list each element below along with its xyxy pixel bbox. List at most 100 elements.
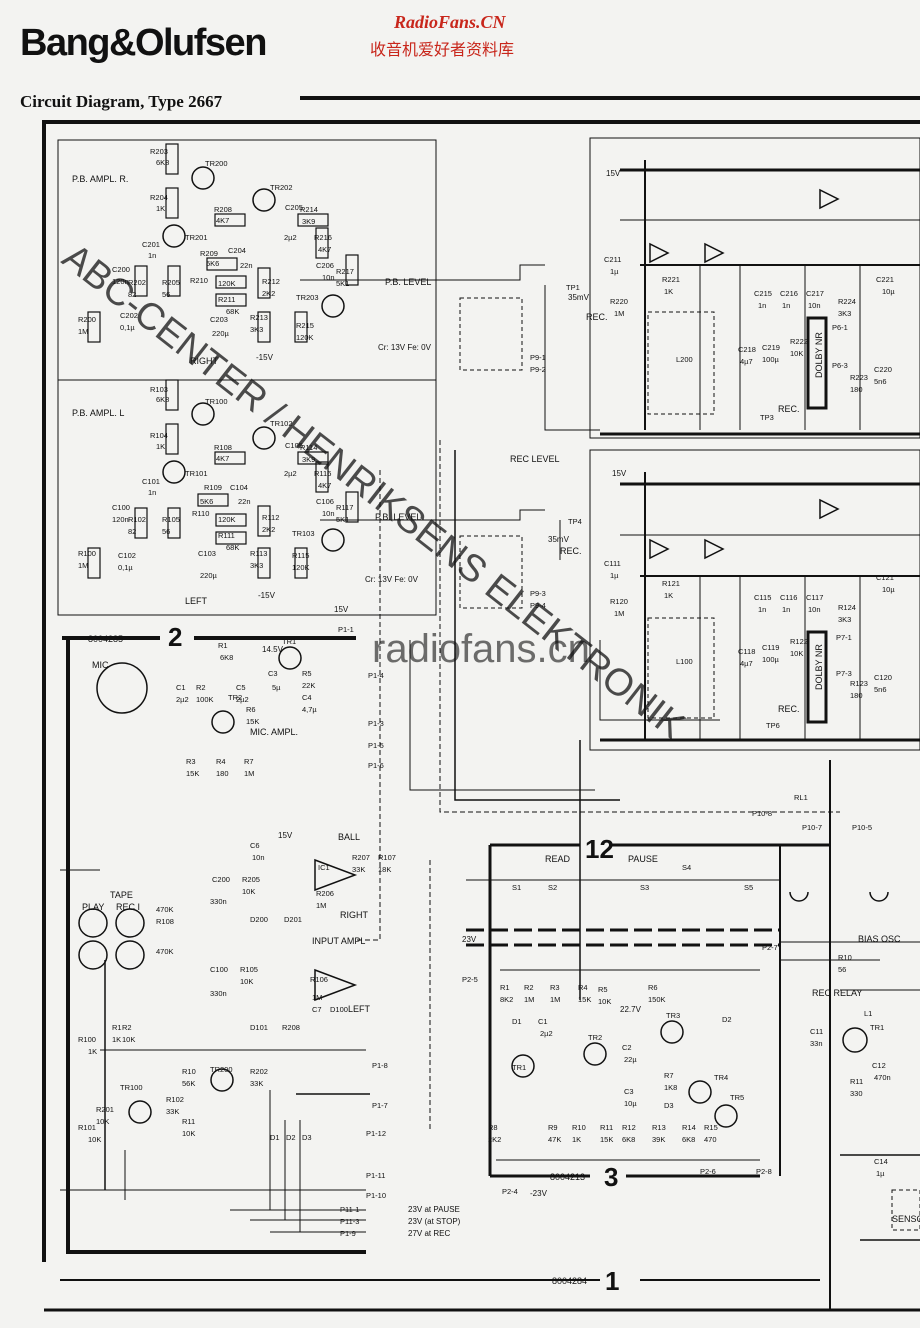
component-label: 120K: [296, 333, 314, 342]
component-label: R1: [218, 641, 228, 650]
component-label: 1M: [524, 995, 534, 1004]
component-label: 120K: [218, 279, 236, 288]
component-label: TR2: [588, 1033, 602, 1042]
component-label: 22n: [238, 497, 251, 506]
component-label: P1-10: [366, 1191, 386, 1200]
component-label: R100: [78, 1035, 96, 1044]
component-label: 220µ: [212, 329, 230, 338]
component-label: 3K9: [302, 217, 315, 226]
component-label: 5K1: [336, 279, 349, 288]
board-code-2: 8004285: [88, 634, 123, 644]
component-label: D2: [286, 1133, 296, 1142]
component-label: 3K3: [838, 309, 851, 318]
component-label: R116: [314, 469, 331, 478]
component-label: R201: [96, 1105, 114, 1114]
component-label: 8K2: [500, 995, 513, 1004]
component-label: 10K: [598, 997, 611, 1006]
site-name-cn: 收音机爱好者资料库: [370, 40, 515, 59]
component-label: C12: [872, 1061, 886, 1070]
label-ball: BALL: [338, 832, 360, 842]
component-label: 150K: [648, 995, 666, 1004]
component-label: 10n: [322, 509, 335, 518]
component-label: R205: [242, 875, 260, 884]
component-label: 33K: [250, 1079, 263, 1088]
component-label: 82: [128, 290, 136, 299]
component-label: P2-6: [700, 1167, 716, 1176]
component-label: 15K: [578, 995, 591, 1004]
component-label: 1M: [78, 561, 88, 570]
component-label: 2K2: [488, 1135, 501, 1144]
component-label: R213: [250, 313, 268, 322]
component-label: C14: [874, 1157, 888, 1166]
component-label: C200: [112, 265, 130, 274]
component-label: 10µ: [882, 585, 895, 594]
component-label: R212: [262, 277, 280, 286]
component-label: D200: [250, 915, 268, 924]
component-label: TP1: [566, 283, 580, 292]
component-label: 68K: [226, 543, 239, 552]
component-label: P1-9: [340, 1229, 356, 1238]
component-label: 1n: [782, 301, 790, 310]
component-label: 120K: [218, 515, 236, 524]
component-label: 68K: [226, 307, 239, 316]
label-dolby-nr-r: DOLBY NR: [814, 332, 824, 378]
component-label: P1-1: [338, 625, 354, 634]
component-label: 33K: [166, 1107, 179, 1116]
component-label: 4µ7: [740, 357, 753, 366]
component-label: R11: [600, 1123, 613, 1132]
supply-23v: 23V: [462, 935, 477, 944]
component-label: 120K: [292, 563, 310, 572]
component-label: P9-4: [530, 601, 546, 610]
component-label: C2: [622, 1043, 632, 1052]
component-label: R202: [250, 1067, 268, 1076]
supply-m23v: -23V: [530, 1189, 548, 1198]
brand-logo: Bang&Olufsen: [20, 22, 267, 64]
component-label: TR1: [870, 1023, 884, 1032]
component-label: 4K7: [216, 216, 229, 225]
component-label: C221: [876, 275, 894, 284]
component-label: R121: [662, 579, 680, 588]
component-label: 10n: [808, 301, 821, 310]
component-label: 1K: [572, 1135, 581, 1144]
board-number-1: 1: [605, 1266, 619, 1296]
component-label: C105: [285, 441, 303, 450]
component-label: IC1: [318, 863, 330, 872]
component-label: 56: [838, 965, 846, 974]
component-label: L200: [676, 355, 693, 364]
component-label: 3K9: [302, 455, 315, 464]
component-label: 56: [162, 527, 170, 536]
component-label: R103: [150, 385, 168, 394]
component-label: C100: [210, 965, 228, 974]
component-label: 1K: [156, 204, 165, 213]
component-label: TR1: [282, 637, 296, 646]
component-label: D101: [250, 1023, 268, 1032]
note-at-rec: 27V at REC: [408, 1229, 450, 1238]
component-label: P10-7: [802, 823, 822, 832]
component-label: R6: [648, 983, 658, 992]
component-label: C111: [604, 559, 621, 568]
component-label: R223: [850, 373, 868, 382]
component-label: TR100: [205, 397, 228, 406]
component-label: 1n: [758, 301, 766, 310]
component-label: 2µ2: [540, 1029, 553, 1038]
component-label: 470K: [156, 947, 174, 956]
component-label: R120: [610, 597, 628, 606]
component-label: C211: [604, 255, 621, 264]
connector-labels: P1-1P1-4P1-3P1-5P1-6P1-8P1-7P1-12P1-11P1…: [338, 283, 872, 1238]
component-label: P7-3: [836, 669, 852, 678]
component-label: R124: [838, 603, 856, 612]
component-label: R11: [182, 1117, 195, 1126]
label-rec-relay: REC RELAY: [812, 988, 862, 998]
component-label: C3: [268, 669, 278, 678]
cr-fe-l: Cr: 13V Fe: 0V: [365, 575, 419, 584]
component-label: 33n: [810, 1039, 823, 1048]
component-label: C116: [780, 593, 797, 602]
component-label: 1K: [156, 442, 165, 451]
label-rec-r: REC.: [778, 404, 800, 414]
component-label: R117: [336, 503, 353, 512]
supply-15v-r: 15V: [606, 169, 621, 178]
component-label: C6: [250, 841, 260, 850]
component-label: C1: [176, 683, 186, 692]
component-label: S2: [548, 883, 557, 892]
